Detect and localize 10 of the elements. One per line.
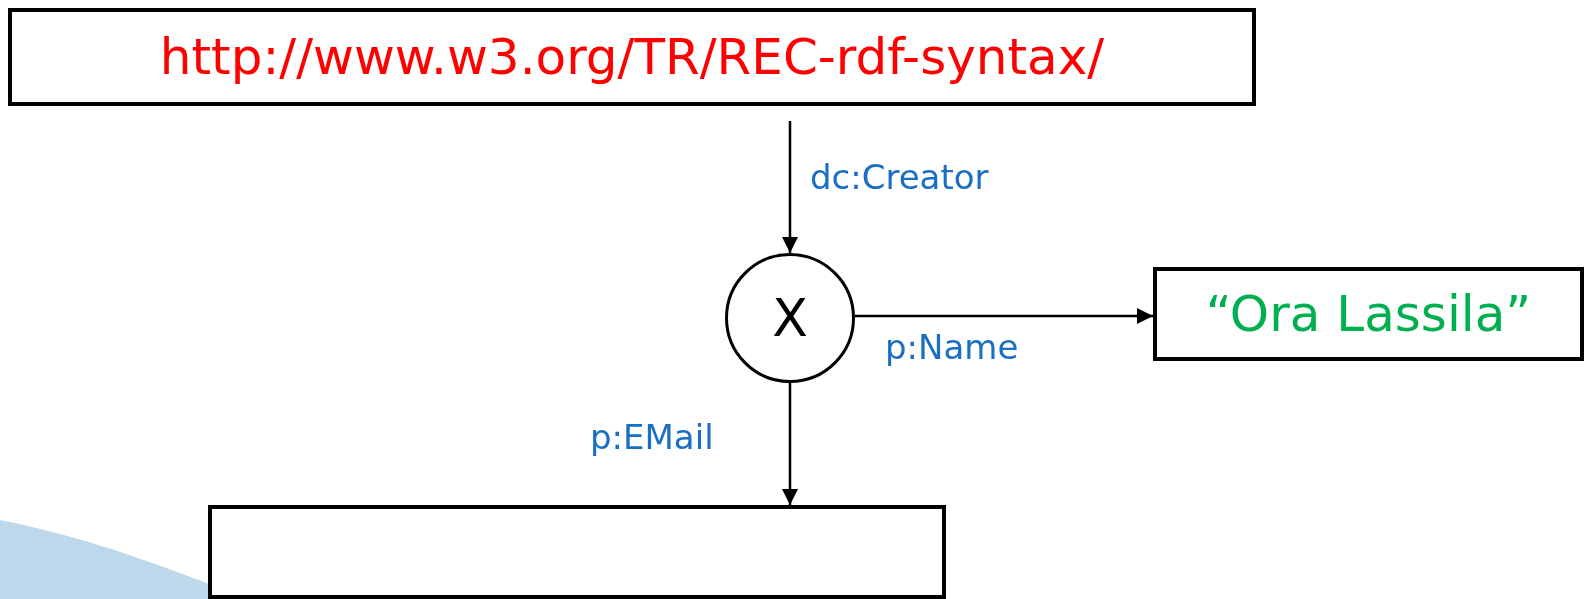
edge-label: p:EMail [590,420,714,454]
empty-box [208,505,946,599]
resource-box [8,8,1256,106]
node-text: X [772,288,808,348]
node-text: “Ora Lassila” [1205,285,1532,343]
literal-box [1153,267,1584,361]
arrow [782,383,798,505]
node-text: http://www.w3.org/TR/REC-rdf-syntax/ [159,28,1105,86]
arrow [782,121,798,253]
arrow [855,308,1153,324]
